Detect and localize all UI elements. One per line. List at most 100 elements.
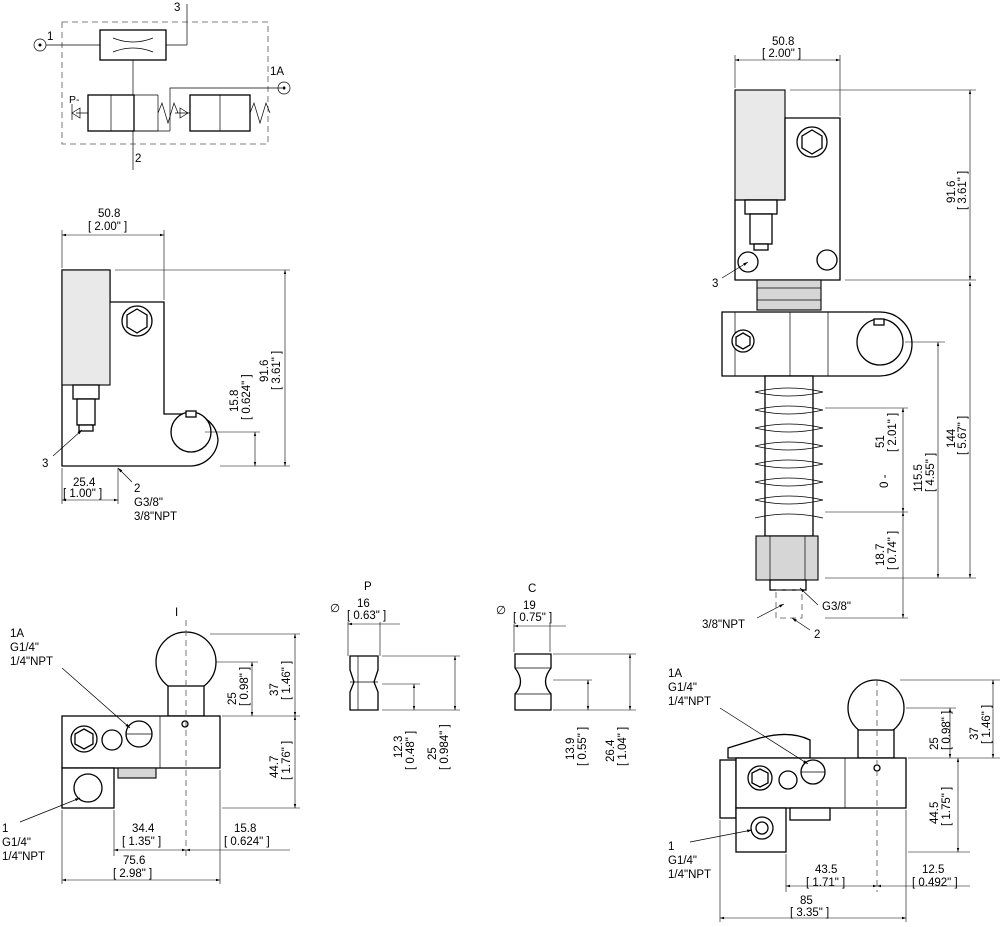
- view-c-title: C: [528, 583, 536, 595]
- view-r-port-1a-label: 1A: [668, 668, 682, 680]
- view-r-top-in: [ 1.46" ]: [981, 705, 993, 744]
- view-i-w-in: [ 2.98" ]: [113, 868, 152, 880]
- lower-hex-nut: [755, 535, 819, 581]
- view-b-port-3-label: 3: [712, 278, 718, 290]
- view-i-port-1a-npt: 1/4"NPT: [10, 656, 53, 668]
- view-a-port-3-label: 3: [42, 458, 48, 470]
- view-b-stroke-total-mm: 115.5: [913, 464, 925, 492]
- view-a-hole-mm: 15.8: [229, 390, 241, 412]
- schematic-port-3-label: 3: [174, 2, 180, 14]
- return-spring: [754, 387, 824, 519]
- view-c-h2-in: [ 1.04" ]: [617, 727, 629, 766]
- view-c-diameter-symbol: ∅: [496, 605, 506, 617]
- plunger-tip-p: [349, 655, 379, 711]
- schematic-port-1-label: 1: [47, 31, 53, 43]
- view-i: I 1A G1/4" 1/4"NPT 1 G1/4" 1/4"NPT 37 [ …: [2, 607, 300, 884]
- view-i-body-in: [ 1.76" ]: [281, 741, 293, 780]
- view-r-x2-in: [ 0.492" ]: [912, 877, 958, 889]
- view-i-port-1a-label: 1A: [10, 628, 24, 640]
- view-b-nut-in: [ 0.74" ]: [887, 531, 899, 570]
- view-i-title: I: [175, 607, 178, 619]
- view-r-body-mm: 44.5: [929, 802, 941, 824]
- view-p-dia-in: [ 0.63" ]: [347, 610, 386, 622]
- view-p-h2-in: [ 0.984" ]: [439, 724, 451, 770]
- hex-bolt-icon: [74, 728, 94, 750]
- view-i-port-1-g: G1/4": [2, 837, 31, 849]
- view-i-port-1a-g: G1/4": [10, 642, 39, 654]
- view-p-h1-mm: 12.3: [393, 736, 405, 758]
- view-r-port-1-g: G1/4": [668, 855, 697, 867]
- view-r-port-1-label: 1: [668, 841, 674, 853]
- view-p-h2-mm: 25: [427, 747, 439, 760]
- view-i-port-1-label: 1: [2, 823, 8, 835]
- view-b-nut-mm: 18.7: [875, 544, 887, 566]
- view-a-width-in: [ 2.00" ]: [88, 221, 127, 233]
- view-p: P ∅ 16 [ 0.63" ] 12.3 [ 0.48" ] 25 [ 0.9…: [330, 581, 460, 770]
- view-r-port-1a-g: G1/4": [668, 682, 697, 694]
- view-p-dia-mm: 16: [357, 598, 370, 610]
- view-r-ball-h-in: [ 0.98" ]: [941, 711, 953, 750]
- view-i-top-mm: 37: [269, 683, 281, 696]
- view-c-dia-mm: 19: [523, 600, 536, 612]
- view-c-h2-mm: 26.4: [605, 739, 617, 762]
- schematic-p-label: P-: [69, 94, 80, 106]
- hex-bolt-icon: [751, 768, 769, 788]
- view-b-thread-npt: 3/8"NPT: [702, 619, 745, 631]
- view-b-width-mm: 50.8: [772, 36, 794, 48]
- view-a-height-mm: 91.6: [259, 360, 271, 382]
- ball-roller: [847, 679, 905, 737]
- view-b-width-in: [ 2.00" ]: [762, 48, 801, 60]
- view-a-thread-g: G3/8": [134, 497, 163, 509]
- view-b-stroke-mm: 51: [875, 435, 887, 448]
- port-1a-symbol: [277, 81, 291, 95]
- view-p-h1-in: [ 0.48" ]: [405, 731, 417, 770]
- view-b-port-2-label: 2: [814, 629, 820, 641]
- view-r: 1A G1/4" 1/4"NPT 1 G1/4" 1/4"NPT 37 [ 1.…: [668, 668, 1000, 922]
- view-i-x2-in: [ 0.624" ]: [224, 836, 270, 848]
- view-r-ball-h-mm: 25: [929, 737, 941, 750]
- view-c-h1-in: [ 0.55" ]: [577, 727, 589, 766]
- view-c-h1-mm: 13.9: [565, 738, 577, 760]
- view-b-height-mm: 91.6: [946, 181, 958, 203]
- plunger-tip-c: [514, 653, 552, 711]
- view-i-x2-mm: 15.8: [234, 823, 256, 835]
- view-c: C ∅ 19 [ 0.75" ] 13.9 [ 0.55" ] 26.4 [ 1…: [496, 583, 636, 766]
- view-i-w-mm: 75.6: [123, 855, 145, 867]
- view-c-dia-in: [ 0.75" ]: [513, 612, 552, 624]
- view-b-stroke-total-in: [ 4.55" ]: [925, 453, 937, 492]
- view-a-hole-in: [ 0.624" ]: [241, 374, 253, 420]
- hex-socket-icon: [735, 332, 751, 350]
- view-b-height-in: [ 3.61" ]: [957, 171, 969, 210]
- view-p-title: P: [364, 581, 372, 593]
- view-r-x1-mm: 43.5: [815, 864, 837, 876]
- hex-bolt-icon: [126, 308, 148, 334]
- view-r-w-in: [ 3.35" ]: [790, 907, 829, 919]
- view-a-offset-mm: 25.4: [73, 477, 96, 489]
- view-b-stroke-prefix: 0 -: [879, 474, 891, 488]
- view-r-port-1-npt: 1/4"NPT: [668, 869, 711, 881]
- view-i-x1-mm: 34.4: [132, 823, 155, 835]
- view-i-top-in: [ 1.46" ]: [281, 661, 293, 700]
- view-a-thread-npt: 3/8"NPT: [134, 511, 177, 523]
- view-b-thread-g: G3/8": [822, 601, 851, 613]
- view-r-w-mm: 85: [800, 895, 813, 907]
- schematic-port-2-label: 2: [135, 153, 141, 165]
- view-i-ball-h-in: [ 0.98" ]: [239, 667, 251, 706]
- throttle-valve-symbol: [99, 29, 167, 61]
- view-r-body-in: [ 1.75" ]: [941, 787, 953, 826]
- view-b-total-mm: 144: [946, 428, 958, 448]
- view-r-top-mm: 37: [969, 727, 981, 740]
- view-a-port-2-label: 2: [134, 483, 140, 495]
- schematic-port-1a-label: 1A: [270, 66, 284, 78]
- view-r-x2-mm: 12.5: [922, 864, 944, 876]
- side-view-a: 50.8 [ 2.00" ] 91.6 [ 3.61" ] 15.8 [ 0.6…: [42, 208, 290, 523]
- view-p-diameter-symbol: ∅: [330, 603, 340, 615]
- view-a-offset-in: [ 1.00" ]: [63, 488, 102, 500]
- hex-bolt-icon: [801, 129, 823, 155]
- mounting-nut: [756, 279, 822, 311]
- view-i-x1-in: [ 1.35" ]: [122, 836, 161, 848]
- view-a-height-in: [ 3.61" ]: [271, 351, 283, 390]
- view-i-body-mm: 44.7: [269, 756, 281, 778]
- view-i-port-1-npt: 1/4"NPT: [2, 851, 45, 863]
